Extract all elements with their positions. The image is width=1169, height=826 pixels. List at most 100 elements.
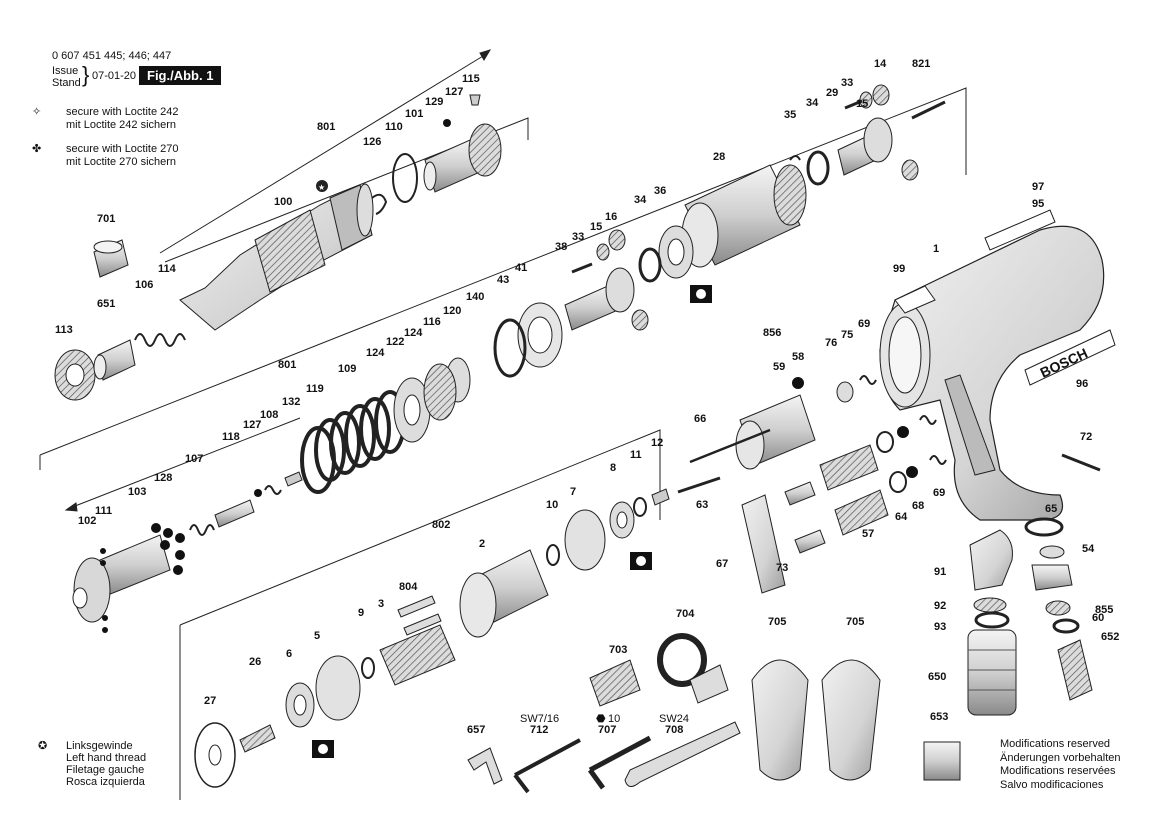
washer-34b — [806, 150, 830, 186]
nipple-652 — [1057, 639, 1093, 701]
screw-132 — [284, 471, 303, 487]
part-label-120: 120 — [443, 305, 461, 317]
part-label-68: 68 — [912, 500, 924, 512]
wrench-708 — [624, 721, 741, 787]
hex-key-707 — [587, 735, 652, 790]
planet-carrier-38 — [564, 267, 635, 331]
washer-34 — [638, 247, 662, 283]
part-label-76: 76 — [825, 337, 837, 349]
part-label-58: 58 — [792, 351, 804, 363]
part-label-36: 36 — [654, 185, 666, 197]
pinion-26 — [239, 724, 276, 753]
part-label-91: 91 — [934, 566, 946, 578]
washer-9 — [361, 657, 375, 679]
spring-69 — [859, 375, 877, 385]
part-label-119: 119 — [306, 383, 324, 395]
assembly-outlines — [39, 87, 967, 800]
part-label-75: 75 — [841, 329, 853, 341]
part-label-107: 107 — [185, 453, 203, 465]
brace-glyph: } — [82, 62, 90, 87]
part-label-657: 657 — [467, 724, 485, 736]
part-label-97: 97 — [1032, 181, 1044, 193]
grease-symbol-1 — [690, 285, 712, 303]
part-labels: 1151271291011101268011001141066511137011… — [55, 58, 1119, 736]
part-label-801: 801 — [317, 121, 335, 133]
part-label-855: 855 — [1095, 604, 1113, 616]
plate-95 — [984, 209, 1056, 251]
screw-115 — [469, 94, 481, 106]
valve-57 — [819, 444, 889, 536]
sw24-label: SW24 — [659, 713, 689, 725]
endplate-5 — [315, 655, 361, 721]
plug-75 — [836, 381, 854, 403]
part-label-703: 703 — [609, 644, 627, 656]
part-label-63: 63 — [696, 499, 708, 511]
part-label-821: 821 — [912, 58, 930, 70]
part-label-140: 140 — [466, 291, 484, 303]
part-label-701: 701 — [97, 213, 115, 225]
gear-15b — [859, 91, 873, 109]
sq10-icon: ⬣ — [596, 713, 606, 725]
part-label-7: 7 — [570, 486, 576, 498]
handle-705b — [821, 659, 881, 781]
clip-657 — [467, 747, 503, 785]
exhaust-91 — [969, 529, 1013, 591]
part-label-3: 3 — [378, 598, 384, 610]
part-label-69: 69 — [933, 487, 945, 499]
gear-14 — [872, 84, 890, 106]
part-label-15: 15 — [856, 98, 868, 110]
housing-100 — [179, 183, 374, 331]
part-label-708: 708 — [665, 724, 683, 736]
trigger-67 — [741, 494, 786, 594]
part-label-11: 11 — [630, 449, 642, 461]
part-label-653: 653 — [930, 711, 948, 723]
part-label-127: 127 — [445, 86, 463, 98]
ball-127 — [254, 489, 262, 497]
planet-carrier-29 — [837, 117, 893, 176]
part-label-27: 27 — [204, 695, 216, 707]
part-label-5: 5 — [314, 630, 320, 642]
vanes-804 — [397, 595, 442, 636]
part-label-92: 92 — [934, 600, 946, 612]
silencer-650 — [967, 629, 1017, 716]
pin-33b — [844, 99, 863, 110]
part-label-704: 704 — [676, 608, 695, 620]
part-label-106: 106 — [135, 279, 153, 291]
top-axis-arrow — [159, 49, 492, 254]
oring-855 — [1052, 618, 1080, 634]
washer-11 — [633, 497, 647, 517]
part-label-116: 116 — [423, 316, 441, 328]
part-label-9: 9 — [358, 607, 364, 619]
pin-72 — [1061, 453, 1101, 472]
spring-107 — [189, 524, 215, 536]
pins-73 — [784, 481, 826, 554]
part-label-2: 2 — [479, 538, 485, 550]
mod-es: Salvo modificaciones — [1000, 778, 1104, 791]
pin-118 — [214, 499, 255, 528]
part-label-802: 802 — [432, 519, 450, 531]
part-label-99: 99 — [893, 263, 905, 275]
issue-label: Issue — [52, 65, 79, 77]
bearing-122 — [393, 377, 431, 443]
spindle-101 — [423, 123, 502, 193]
left-axis-arrow — [64, 417, 301, 512]
bearing-6 — [285, 682, 315, 728]
part-label-122: 122 — [386, 336, 404, 348]
part-label-26: 26 — [249, 656, 261, 668]
gear-15 — [596, 243, 610, 261]
clutch-116 — [423, 363, 457, 421]
sq10-label: 10 — [608, 713, 621, 725]
bearing-36 — [658, 225, 694, 279]
part-label-108: 108 — [260, 409, 278, 421]
part-label-15: 15 — [590, 221, 602, 233]
loctite242-icon: ✧ — [32, 106, 42, 118]
part-label-33: 33 — [572, 231, 584, 243]
left-thread-de: Linksgewinde — [66, 740, 133, 752]
loctite242-en: secure with Loctite 242 — [66, 106, 179, 118]
part-label-115: 115 — [462, 73, 480, 85]
part-label-35: 35 — [784, 109, 796, 121]
loctite270-icon: ✤ — [32, 143, 42, 155]
part-label-73: 73 — [776, 562, 788, 574]
oring-93 — [974, 611, 1010, 629]
rod-63 — [677, 476, 721, 494]
